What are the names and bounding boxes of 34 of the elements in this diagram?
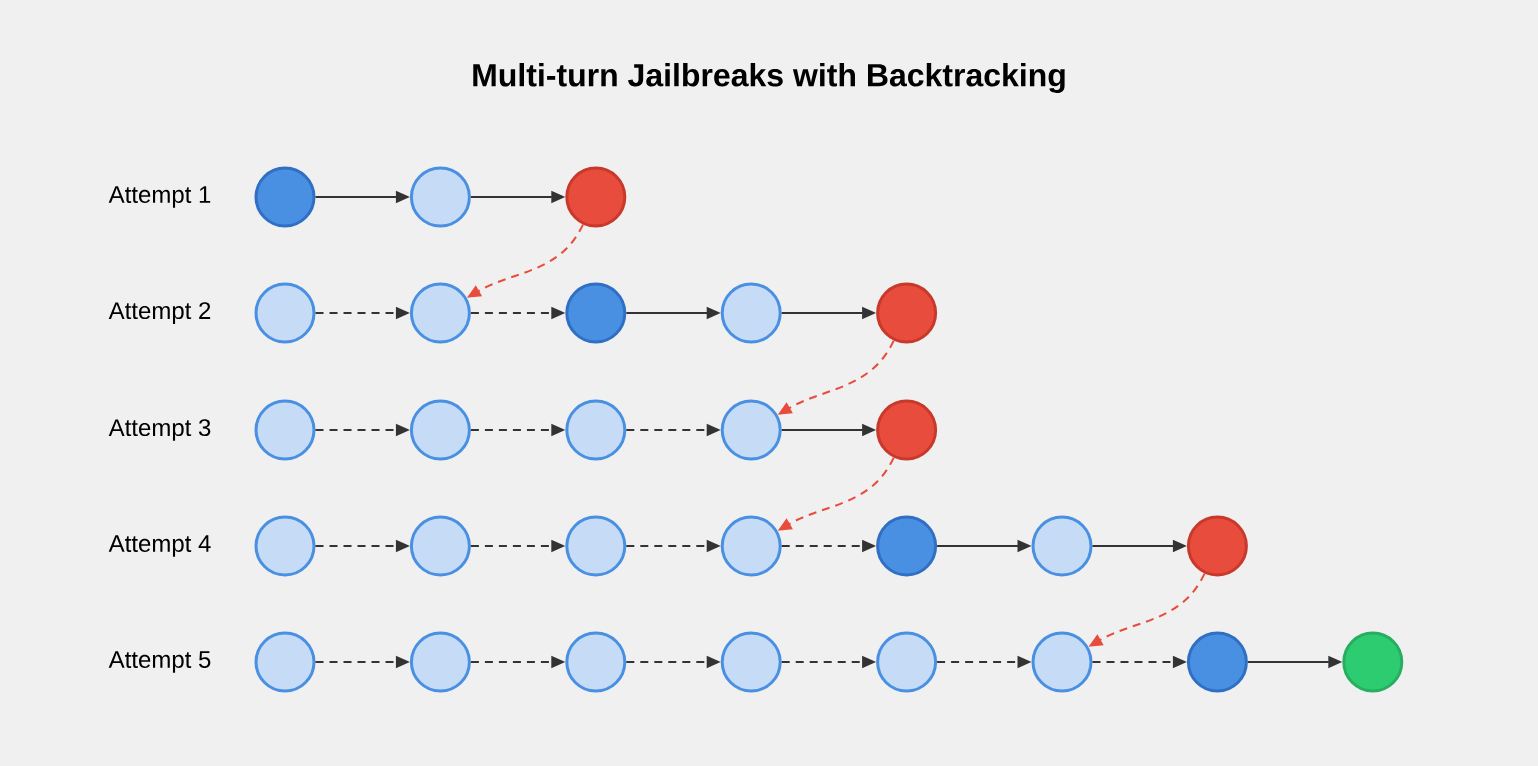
- circle-node: [254, 282, 316, 344]
- circle-node: [565, 166, 627, 228]
- circle-node: [876, 282, 938, 344]
- circle-node: [565, 282, 627, 344]
- circle-node: [254, 399, 316, 461]
- circle-node: [720, 399, 782, 461]
- circle-node: [876, 399, 938, 461]
- circle-node: [876, 515, 938, 577]
- circle-node: [1186, 631, 1248, 693]
- circle-node: [254, 631, 316, 693]
- circle-node: [1186, 515, 1248, 577]
- circle-node: [254, 515, 316, 577]
- row-label: Attempt 4: [108, 535, 211, 557]
- circle-node: [1031, 631, 1093, 693]
- circle-node: [720, 282, 782, 344]
- circle-node: [565, 631, 627, 693]
- circle-node: [1031, 515, 1093, 577]
- row-label: Attempt 1: [108, 186, 211, 208]
- row-label: Attempt 2: [108, 302, 211, 324]
- row-label: Attempt 3: [108, 419, 211, 441]
- circle-node: [409, 515, 471, 577]
- circle-node: [409, 631, 471, 693]
- circle-node: [409, 166, 471, 228]
- title: Multi-turn Jailbreaks with Backtracking: [473, 63, 1065, 93]
- circle-node: [409, 282, 471, 344]
- circle-node: [565, 515, 627, 577]
- circle-node: [254, 166, 316, 228]
- circle-node: [409, 399, 471, 461]
- circle-node: [720, 631, 782, 693]
- circle-node: [720, 515, 782, 577]
- row-label: Attempt 5: [108, 651, 211, 673]
- circle-node: [876, 631, 938, 693]
- circle-node: [1342, 631, 1404, 693]
- circle-node: [565, 399, 627, 461]
